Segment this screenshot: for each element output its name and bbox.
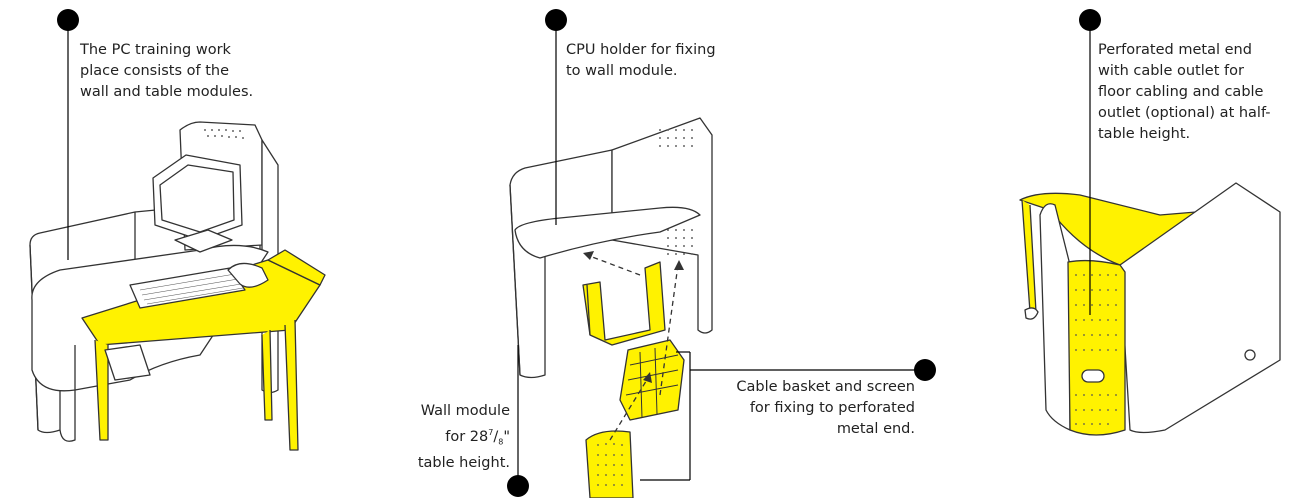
callout-cpu-holder xyxy=(545,9,567,225)
perforated-end-illustration xyxy=(1019,182,1281,436)
callout-perforated-end xyxy=(1079,9,1101,315)
callout-cable-basket xyxy=(640,351,936,481)
caption-perforated-end: Perforated metal end with cable outlet f… xyxy=(1098,42,1271,142)
caption-pc-training: The PC training work place consists of t… xyxy=(80,42,254,100)
callout-wall-module xyxy=(507,345,529,497)
caption-cable-basket: Cable basket and screen for fixing to pe… xyxy=(736,379,915,437)
caption-wall-module: Wall module for 287/8" table height. xyxy=(417,403,510,471)
callout-pc-training xyxy=(57,9,79,260)
caption-cpu-holder: CPU holder for fixing to wall module. xyxy=(566,42,716,79)
workstation-illustration xyxy=(29,121,326,451)
exploded-wall-module xyxy=(509,117,713,498)
explode-arrows xyxy=(586,254,679,441)
